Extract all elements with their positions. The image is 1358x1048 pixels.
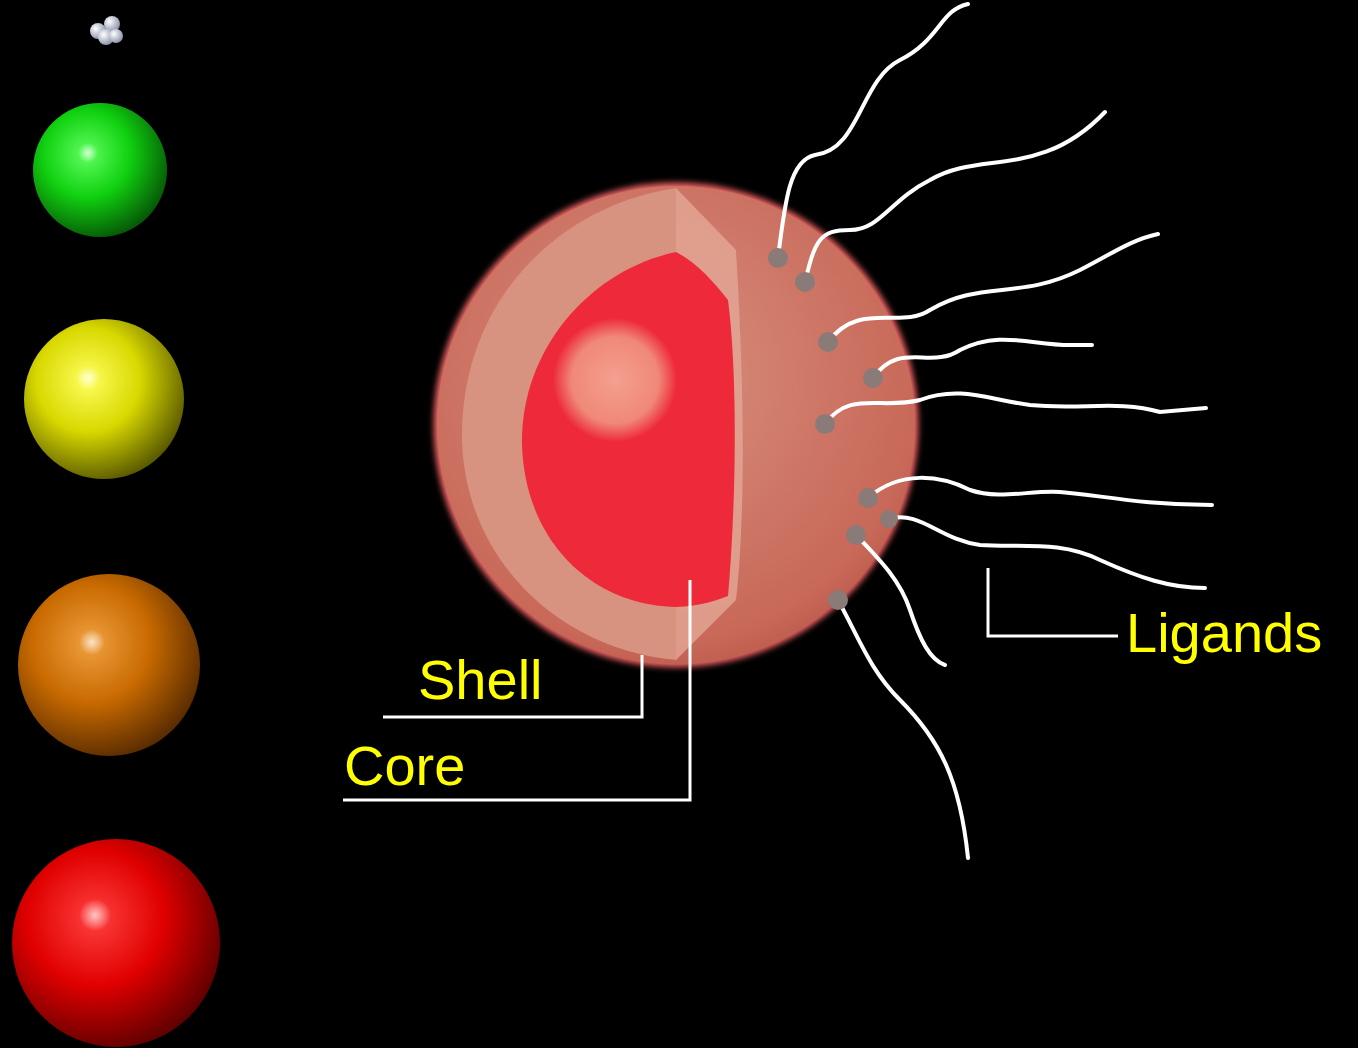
part-label: Ligands bbox=[1126, 605, 1322, 661]
part-label: Core bbox=[344, 738, 465, 794]
leader-lines bbox=[343, 568, 1118, 800]
size-series bbox=[12, 16, 220, 1047]
ligand-anchors bbox=[768, 248, 898, 610]
quantum-dot bbox=[434, 183, 918, 667]
ligand-chains bbox=[778, 4, 1212, 858]
part-label: Shell bbox=[418, 652, 543, 708]
